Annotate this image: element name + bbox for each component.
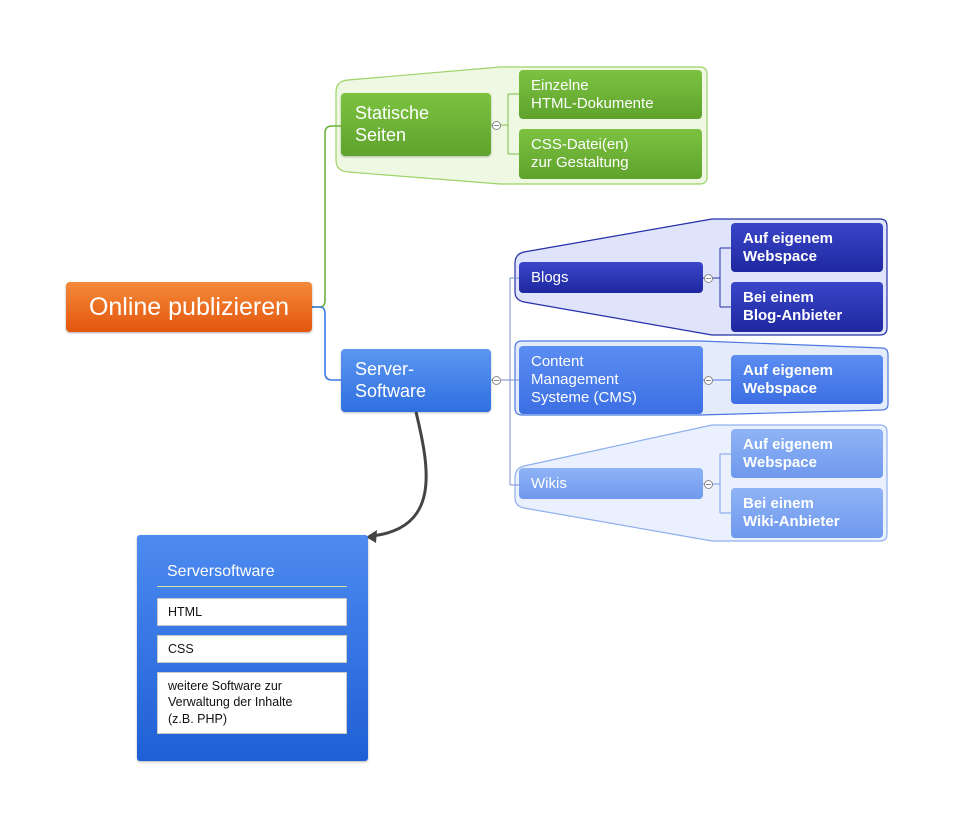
collapse-toggle-wikis[interactable] <box>704 480 713 489</box>
serversoftware-note-panel[interactable]: Serversoftware HTML CSS weitere Software… <box>137 535 368 761</box>
collapse-toggle-server-software[interactable] <box>492 376 501 385</box>
topic-server-software[interactable]: Server- Software <box>341 349 491 412</box>
topic-cms-eigener-webspace[interactable]: Auf eigenem Webspace <box>731 355 883 404</box>
collapse-toggle-cms[interactable] <box>704 376 713 385</box>
topic-wikis[interactable]: Wikis <box>519 468 703 499</box>
topic-css-dateien[interactable]: CSS-Datei(en) zur Gestaltung <box>519 129 702 179</box>
collapse-toggle-statische-seiten[interactable] <box>492 121 501 130</box>
topic-statische-seiten[interactable]: Statische Seiten <box>341 93 491 156</box>
note-item-css: CSS <box>157 635 347 663</box>
topic-blog-anbieter[interactable]: Bei einem Blog-Anbieter <box>731 282 883 332</box>
relationship-arrow <box>371 411 428 538</box>
topic-cms[interactable]: Content Management Systeme (CMS) <box>519 346 703 414</box>
collapse-toggle-blogs[interactable] <box>704 274 713 283</box>
topic-wikis-eigener-webspace[interactable]: Auf eigenem Webspace <box>731 429 883 478</box>
note-item-html: HTML <box>157 598 347 626</box>
note-title: Serversoftware <box>167 563 275 580</box>
topic-blogs-eigener-webspace[interactable]: Auf eigenem Webspace <box>731 223 883 272</box>
topic-wiki-anbieter[interactable]: Bei einem Wiki-Anbieter <box>731 488 883 538</box>
note-divider <box>157 586 347 587</box>
topic-blogs[interactable]: Blogs <box>519 262 703 293</box>
note-item-weitere-software: weitere Software zur Verwaltung der Inha… <box>157 672 347 734</box>
root-topic[interactable]: Online publizieren <box>66 282 312 332</box>
topic-einzelne-html-dokumente[interactable]: Einzelne HTML-Dokumente <box>519 70 702 119</box>
